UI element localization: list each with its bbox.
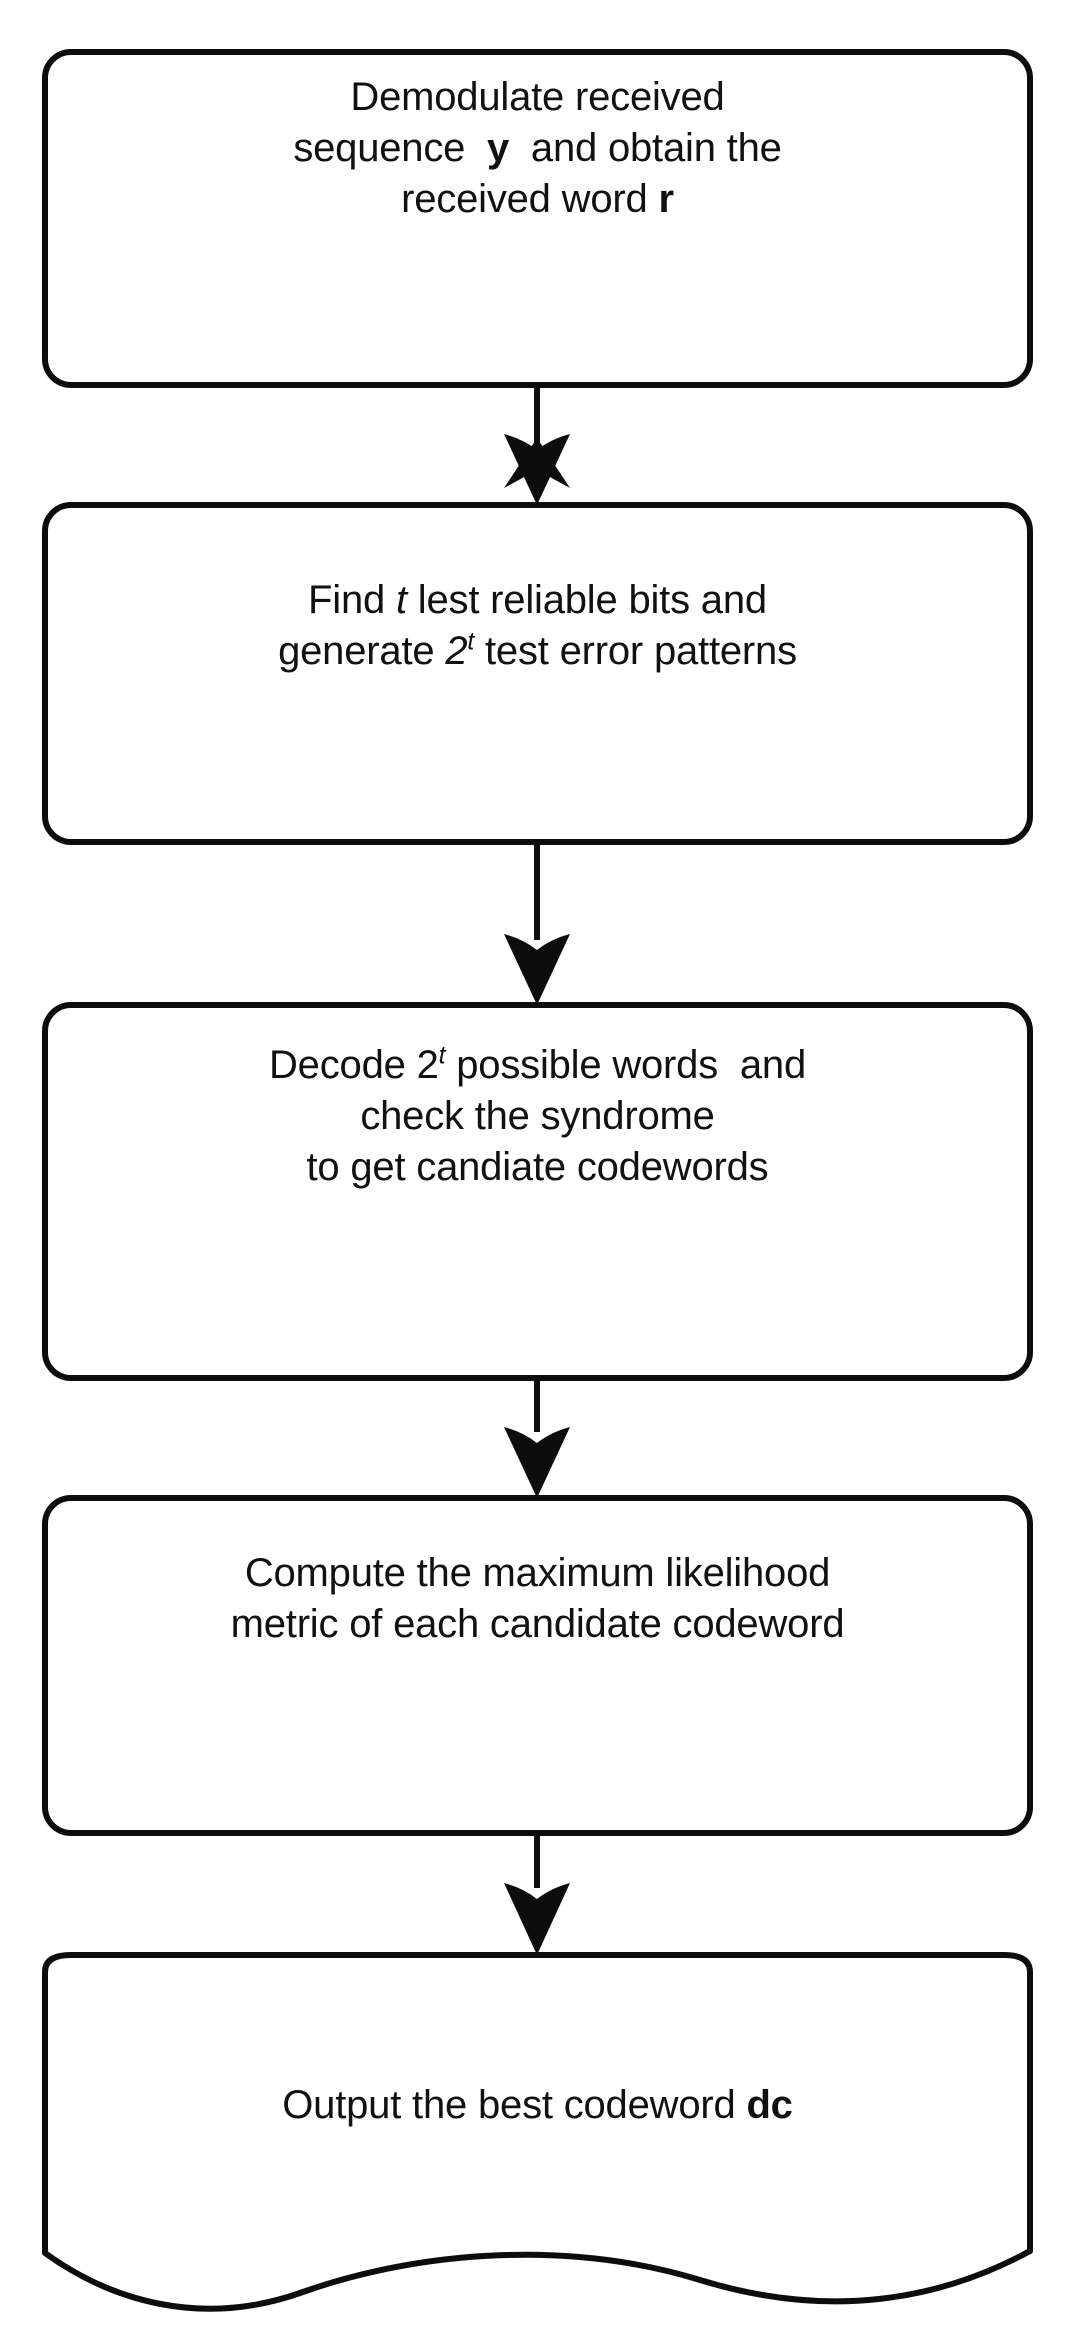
node-label-5: Output the best codeword dc <box>45 1955 1030 2255</box>
node-label-1: Demodulate received sequence y and obtai… <box>45 52 1030 385</box>
node-3-line-1-post: possible words and <box>445 1043 806 1087</box>
arrow-head-4 <box>504 1883 570 1955</box>
node-3-line-1: Decode 2t possible words and <box>45 1040 1030 1091</box>
variable-t: t <box>395 578 407 622</box>
node-4-line-1: Compute the maximum likelihood <box>244 1551 831 1595</box>
node-5-line-1-pre: Output the best codeword <box>282 2083 747 2127</box>
power-exponent: t <box>438 1042 446 1070</box>
node-box-5[interactable] <box>42 1952 1033 2312</box>
power-2-to-t: 2t <box>445 629 474 673</box>
node-1-line-2-pre: sequence <box>293 126 488 171</box>
arrow-head-1 <box>504 434 570 505</box>
power-base: 2 <box>445 629 468 674</box>
arrow-head-2 <box>504 934 570 1005</box>
node-label-3: Decode 2t possible words and check the s… <box>45 1005 1030 1378</box>
arrow-head-3 <box>504 1427 570 1498</box>
node-1-line-2: sequence y and obtain the <box>45 123 1030 174</box>
node-2-line-1-pre: Find <box>308 578 396 622</box>
node-1-line-1: Demodulate received <box>350 75 725 119</box>
node-3-line-3: to get candiate codewords <box>306 1145 769 1190</box>
node-2-line-1-post: lest reliable bits and <box>406 578 767 622</box>
power-base: 2 <box>416 1043 439 1087</box>
node-2-line-2: generate 2t test error patterns <box>45 626 1030 677</box>
variable-y: y <box>487 126 510 171</box>
node-1-line-2-post: and obtain the <box>509 126 782 171</box>
node-4-line-2: metric of each candidate codeword <box>230 1602 845 1647</box>
power-2-to-t: 2t <box>417 1043 446 1087</box>
power-exponent: t <box>467 628 475 656</box>
node-5-line-1: Output the best codeword dc <box>45 2080 1030 2131</box>
node-3-line-2: check the syndrome <box>360 1094 715 1139</box>
node-2-line-2-post: test error patterns <box>474 629 797 674</box>
node-label-4: Compute the maximum likelihood metric of… <box>45 1498 1030 1833</box>
node-2-line-1: Find t lest reliable bits and <box>45 575 1030 626</box>
node-label-2: Find t lest reliable bits and generate 2… <box>45 505 1030 842</box>
node-1-line-3-pre: received word <box>401 177 659 222</box>
node-1-line-3: received word r <box>45 174 1030 225</box>
variable-dc: dc <box>746 2083 793 2127</box>
node-2-line-2-pre: generate <box>278 629 446 674</box>
variable-r: r <box>658 177 674 222</box>
node-3-line-1-pre: Decode <box>269 1043 417 1087</box>
